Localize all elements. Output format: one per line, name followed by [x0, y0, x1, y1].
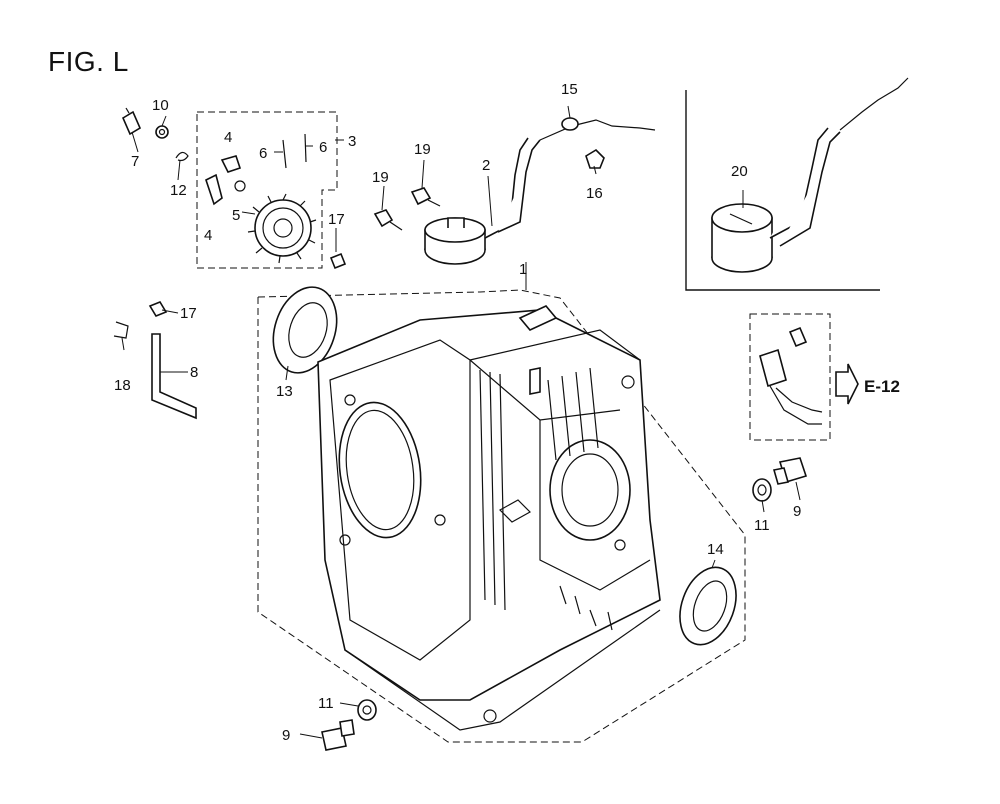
wiring-harness-part: [759, 326, 823, 425]
washer-4-lower: [205, 173, 223, 206]
wiring-reference-box: [749, 313, 831, 441]
grommet-15-part: [561, 117, 579, 131]
callout-12: 12: [170, 182, 187, 199]
callout-11-right: 11: [754, 517, 770, 534]
drain-washer-11-front: [357, 699, 377, 721]
washer-4-upper: [220, 155, 246, 192]
governor-arm-shaft-8: [151, 333, 197, 420]
callout-14: 14: [707, 541, 724, 558]
nut-17-upper-part: [329, 252, 347, 270]
callout-10: 10: [152, 97, 169, 114]
nut-17-lower-part: [148, 301, 168, 317]
callout-16: 16: [586, 185, 603, 202]
callout-4-lower: 4: [204, 227, 212, 244]
callout-17-upper: 17: [328, 211, 345, 228]
callout-18: 18: [114, 377, 131, 394]
governor-group-boundary: [196, 111, 338, 269]
oil-seal-14: [679, 566, 737, 646]
callout-6-left: 6: [259, 145, 267, 162]
clip-12-part: [175, 151, 189, 162]
oil-alert-switch-2: [424, 119, 656, 265]
bolt-19-upper-part: [410, 187, 441, 207]
crankcase-1: [317, 305, 661, 731]
callout-1: 1: [519, 261, 527, 278]
callout-11-front: 11: [318, 695, 334, 712]
oil-level-switch-20: [711, 77, 909, 273]
callout-20: 20: [731, 163, 748, 180]
leader-lines: [121, 105, 801, 739]
governor-holder-7: [121, 107, 142, 136]
pin-18-part: [113, 321, 129, 339]
callout-7: 7: [131, 153, 139, 170]
callout-9-front: 9: [282, 727, 290, 744]
reference-label: E-12: [864, 377, 900, 396]
governor-gear-5: [247, 193, 317, 264]
crankcase-assembly-boundary: [257, 289, 746, 743]
callout-2: 2: [482, 157, 490, 174]
callout-4-upper: 4: [224, 129, 232, 146]
callout-19-lower: 19: [372, 169, 389, 186]
drain-washer-11-right: [752, 478, 772, 502]
callout-3: 3: [348, 133, 356, 150]
alternate-switch-frame: [685, 90, 880, 291]
callout-5: 5: [232, 207, 240, 224]
callout-19-upper: 19: [414, 141, 431, 158]
drain-bolt-9-front: [321, 719, 355, 751]
pins-6: [282, 133, 307, 169]
washer-10-part: [155, 125, 169, 139]
callout-15: 15: [561, 81, 578, 98]
callout-6-right: 6: [319, 139, 327, 156]
bolt-19-lower-part: [373, 209, 403, 231]
figure-title: FIG. L: [48, 46, 129, 77]
callout-13: 13: [276, 383, 293, 400]
clamp-16-part: [585, 148, 605, 169]
reference-arrow: [835, 363, 859, 405]
drain-bolt-9-right: [772, 457, 808, 485]
callout-8: 8: [190, 364, 198, 381]
callout-9-right: 9: [793, 503, 801, 520]
callout-17-lower: 17: [180, 305, 197, 322]
oil-seal-13: [272, 286, 338, 374]
